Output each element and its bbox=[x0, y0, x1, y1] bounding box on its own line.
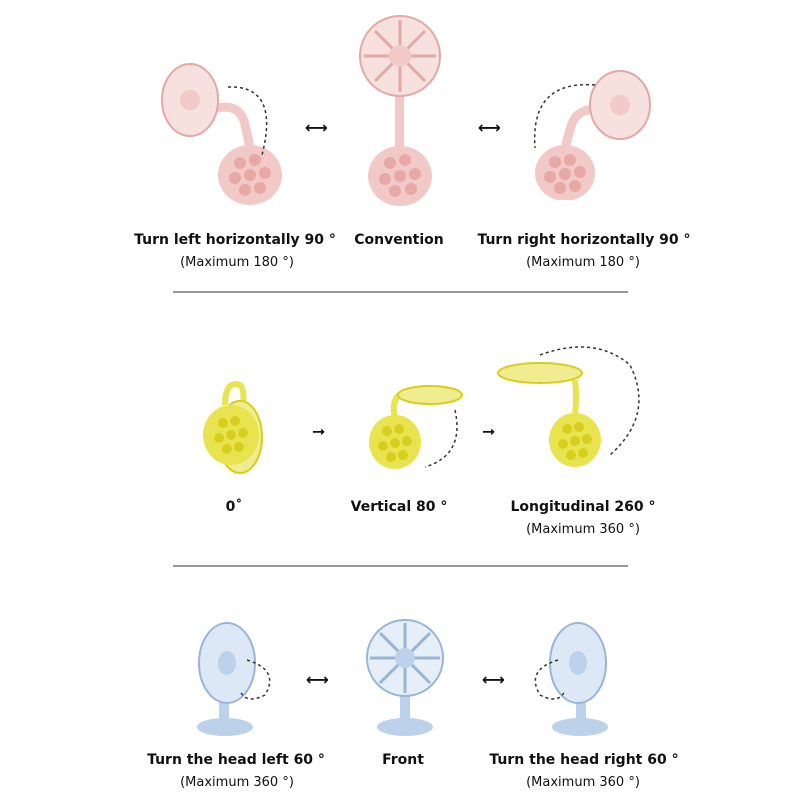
blue-fan-front-image bbox=[366, 619, 444, 736]
yellow-fan-vertical-80-image bbox=[369, 385, 463, 469]
arrow-right-icon: ➞ bbox=[482, 422, 496, 441]
label-front: Front bbox=[382, 752, 424, 768]
label-turn-right-horizontally: Turn right horizontally 90 ° bbox=[477, 232, 691, 248]
yellow-fan-longitudinal-260-image bbox=[497, 346, 640, 467]
label-vertical-80: Vertical 80 ° bbox=[350, 499, 448, 515]
label-turn-right-maximum: (Maximum 180 °) bbox=[526, 255, 640, 270]
yellow-fan-0-degree-image bbox=[203, 381, 263, 474]
pink-fan-convention-image bbox=[359, 15, 441, 206]
arrow-left-right-icon: ⟷ bbox=[306, 670, 329, 689]
label-convention: Convention bbox=[354, 232, 444, 248]
divider bbox=[173, 565, 628, 567]
divider bbox=[173, 291, 628, 293]
label-0-degree: 0˚ bbox=[225, 499, 243, 515]
label-turn-left-horizontally: Turn left horizontally 90 ° bbox=[134, 232, 336, 248]
label-turn-left-maximum: (Maximum 180 °) bbox=[180, 255, 294, 270]
pink-fan-turn-left-image bbox=[161, 63, 282, 205]
label-longitudinal-260: Longitudinal 260 ° bbox=[510, 499, 656, 515]
label-turn-head-left: Turn the head left 60 ° bbox=[147, 752, 325, 768]
blue-fan-head-right-image bbox=[534, 622, 608, 736]
pink-fan-turn-right-image bbox=[533, 70, 651, 200]
arrow-right-icon: ➞ bbox=[312, 422, 326, 441]
label-longitudinal-maximum: (Maximum 360 °) bbox=[526, 522, 640, 537]
arrow-left-right-icon: ⟷ bbox=[305, 118, 328, 137]
blue-fan-head-left-image bbox=[197, 622, 271, 736]
label-turn-head-right-maximum: (Maximum 360 °) bbox=[526, 775, 640, 790]
arrow-left-right-icon: ⟷ bbox=[482, 670, 505, 689]
label-turn-head-right: Turn the head right 60 ° bbox=[489, 752, 679, 768]
arrow-left-right-icon: ⟷ bbox=[478, 118, 501, 137]
label-turn-head-left-maximum: (Maximum 360 °) bbox=[180, 775, 294, 790]
